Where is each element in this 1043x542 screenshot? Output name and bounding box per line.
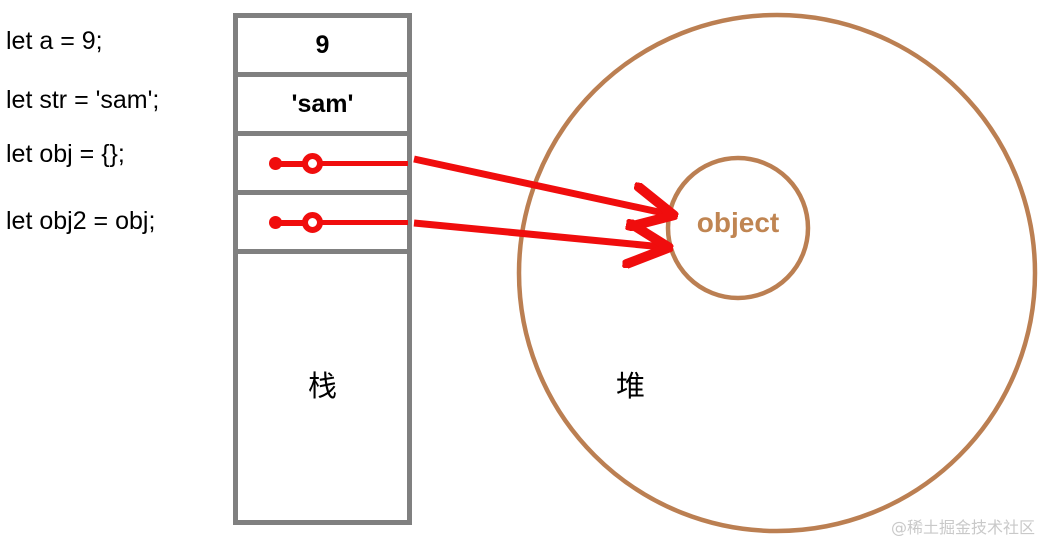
stack-slot-empty: 栈 xyxy=(238,254,407,520)
heap-outer-circle xyxy=(516,12,1038,534)
stack-slot-a: 9 xyxy=(238,18,407,77)
code-line-let-obj: let obj = {}; xyxy=(6,140,125,168)
reference-arrow-obj2 xyxy=(413,223,663,247)
code-line-let-a: let a = 9; xyxy=(6,27,103,55)
pointer-tail-icon xyxy=(322,220,408,225)
pointer-glyph-obj xyxy=(238,148,408,178)
pointer-glyph-obj2 xyxy=(238,207,408,237)
heap-label: 堆 xyxy=(616,369,646,403)
pointer-tail-icon xyxy=(322,161,408,166)
stack-slot-str: 'sam' xyxy=(238,77,407,136)
pointer-stem-icon xyxy=(276,220,310,226)
stack-slot-obj xyxy=(238,136,408,195)
stack-memory-box: 9 'sam' 栈 xyxy=(233,13,412,525)
stack-slot-a-value: 9 xyxy=(315,30,330,59)
code-line-let-obj2: let obj2 = obj; xyxy=(6,207,156,235)
reference-arrow-obj xyxy=(413,155,668,214)
code-line-let-str: let str = 'sam'; xyxy=(6,86,160,114)
pointer-ring-icon xyxy=(302,212,323,233)
stack-slot-str-value: 'sam' xyxy=(291,89,354,118)
pointer-ring-icon xyxy=(302,153,323,174)
pointer-stem-icon xyxy=(276,161,310,167)
heap-object-label: object xyxy=(696,207,780,238)
stack-slot-obj2 xyxy=(238,195,408,254)
stack-label: 栈 xyxy=(307,369,337,403)
watermark-text: @稀土掘金技术社区 xyxy=(890,518,1035,537)
